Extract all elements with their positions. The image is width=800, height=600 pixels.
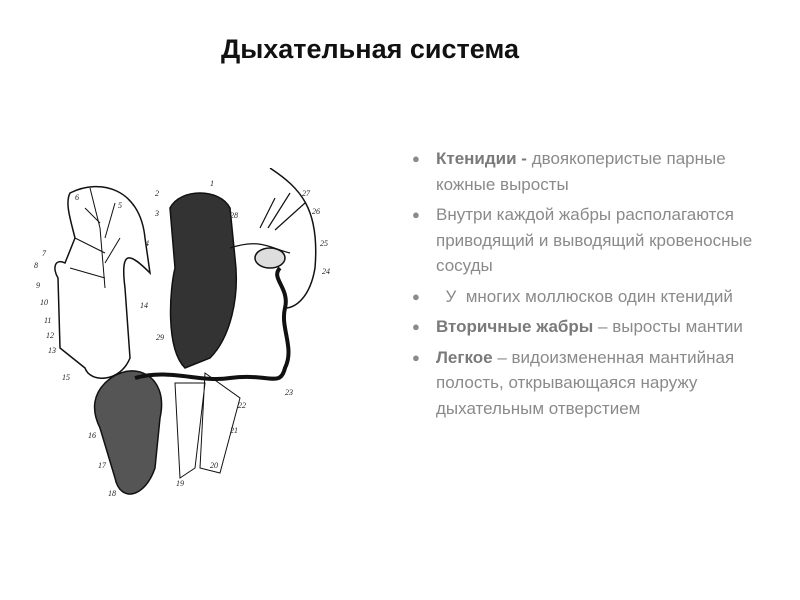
- label: 20: [210, 461, 218, 470]
- bullet-text: двоякоперистые парные кожные выросты: [436, 149, 726, 194]
- bullet-term: Легкое: [436, 347, 493, 367]
- gill-branches: [69, 187, 121, 289]
- bullet-text: – выросты мантии: [593, 317, 743, 336]
- label: 8: [34, 261, 38, 270]
- label: 9: [36, 281, 40, 290]
- bullet-text: У многих моллюсков один ктенидий: [436, 286, 733, 306]
- label: 26: [312, 207, 320, 216]
- illustration-labels: 1 2 3 4 5 6 7 8 9 10 11 12 13 14 15 16 1…: [34, 179, 330, 498]
- intestine: [134, 266, 291, 382]
- bullet-icon: ●: [412, 151, 420, 166]
- label: 2: [155, 189, 159, 198]
- label: 14: [140, 301, 148, 310]
- bullet-term: Ктенидии -: [436, 149, 532, 168]
- bullet-item: ● Внутри каждой жабры располагаются приво…: [412, 202, 762, 279]
- gland-lobes: [174, 372, 241, 479]
- bullet-text: – видоизмененная мантийная полость, откр…: [436, 347, 735, 418]
- bullet-list: ● Ктенидии - двоякоперистые парные кожные…: [412, 146, 762, 426]
- bullet-icon: ●: [412, 207, 420, 222]
- bullet-item: ● Ктенидии - двоякоперистые парные кожные…: [412, 146, 762, 197]
- tentacles: [229, 192, 306, 254]
- label: 27: [302, 189, 311, 198]
- label: 3: [154, 209, 159, 218]
- bullet-icon: ●: [412, 349, 420, 365]
- slide-title: Дыхательная система: [220, 34, 520, 64]
- organ: [254, 247, 286, 269]
- bullet-icon: ●: [412, 319, 420, 334]
- bullet-item: ● Вторичные жабры – выросты мантии: [412, 314, 762, 340]
- label: 16: [88, 431, 96, 440]
- bullet-term: Вторичные жабры: [436, 317, 594, 336]
- label: 17: [98, 461, 107, 470]
- label: 10: [40, 298, 48, 307]
- left-gill-mantle: [54, 185, 152, 379]
- label: 29: [156, 333, 164, 342]
- label: 7: [42, 249, 47, 258]
- lower-body: [93, 370, 163, 495]
- label: 22: [238, 401, 246, 410]
- mollusk-anatomy-illustration: 1 2 3 4 5 6 7 8 9 10 11 12 13 14 15 16 1…: [34, 168, 330, 498]
- label: 18: [108, 489, 116, 498]
- central-body: [169, 192, 238, 369]
- label: 28: [230, 211, 238, 220]
- bullet-item: ● У многих моллюсков один ктенидий: [412, 284, 762, 310]
- nerve-line: [269, 168, 317, 309]
- label: 5: [118, 201, 122, 210]
- label: 1: [210, 179, 214, 188]
- label: 24: [322, 267, 330, 276]
- label: 15: [62, 373, 70, 382]
- label: 19: [176, 479, 184, 488]
- label: 23: [285, 388, 293, 397]
- label: 6: [75, 193, 79, 202]
- bullet-item: ● Легкое – видоизмененная мантийная полос…: [412, 345, 762, 422]
- label: 21: [230, 426, 238, 435]
- label: 11: [44, 316, 51, 325]
- label: 13: [48, 346, 56, 355]
- label: 4: [145, 239, 149, 248]
- bullet-text: Внутри каждой жабры располагаются привод…: [436, 205, 753, 275]
- label: 12: [46, 331, 54, 340]
- bullet-icon: ●: [412, 288, 420, 304]
- label: 25: [320, 239, 328, 248]
